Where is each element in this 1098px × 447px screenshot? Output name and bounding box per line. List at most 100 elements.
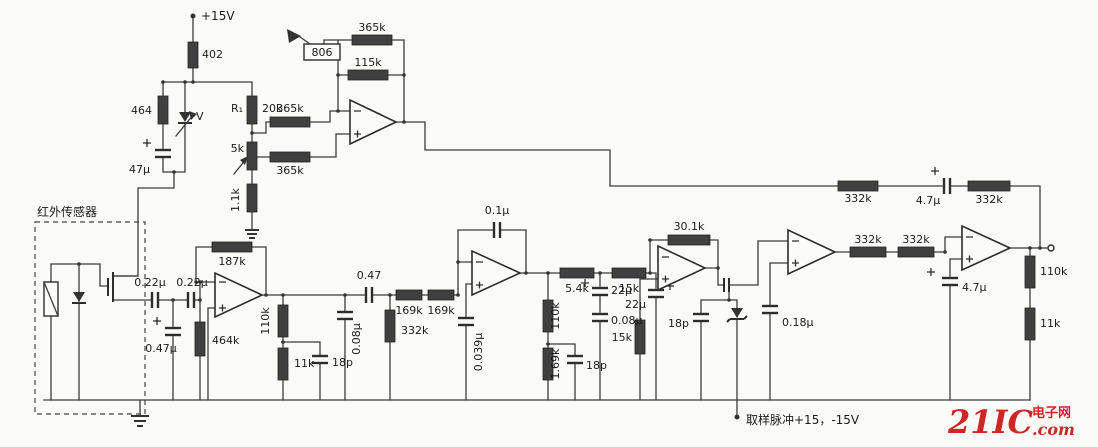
resistor-365k-a bbox=[269, 116, 311, 128]
label-r15k-a: 15k bbox=[619, 282, 640, 295]
capacitor-018u bbox=[762, 304, 778, 315]
opamp-input-marks bbox=[219, 110, 973, 312]
label-sensor-title: 红外传感器 bbox=[37, 204, 97, 219]
resistor-11k-b bbox=[1024, 307, 1036, 341]
label-r110k-a: 110k bbox=[259, 307, 272, 335]
label-c47u-top: 4.7μ bbox=[916, 194, 941, 207]
resistor-15k-b bbox=[634, 319, 646, 355]
sampling-pulse-terminal bbox=[734, 414, 740, 420]
zener-diode-v bbox=[175, 111, 197, 137]
label-r20k: 20k bbox=[262, 102, 283, 115]
opamp-2 bbox=[214, 271, 264, 319]
resistor-110k-c bbox=[1024, 255, 1036, 289]
label-r187k: 187k bbox=[218, 255, 246, 268]
label-c022u-a: 0.22μ bbox=[134, 276, 166, 289]
label-vcc: +15V bbox=[201, 9, 235, 23]
sensor-element bbox=[43, 281, 59, 317]
resistor-365k-fb bbox=[351, 34, 393, 46]
resistor-332k-a bbox=[384, 309, 396, 343]
capacitor-18p-c bbox=[693, 312, 709, 323]
capacitor-047 bbox=[364, 287, 374, 303]
capacitor-47u-right bbox=[942, 276, 958, 287]
label-r464k: 464k bbox=[212, 334, 240, 347]
resistor-11k-a bbox=[277, 347, 289, 381]
wires bbox=[43, 17, 1049, 417]
supply-terminal bbox=[190, 13, 196, 19]
label-r110k-b: 110k bbox=[549, 302, 562, 330]
junction-dots bbox=[77, 73, 1042, 346]
label-r365k-fb: 365k bbox=[358, 21, 386, 34]
capacitor-18p-a bbox=[312, 354, 328, 365]
capacitor-18p-b bbox=[567, 354, 583, 365]
resistor-5k-pot bbox=[246, 141, 258, 171]
label-r301k: 30.1k bbox=[674, 220, 705, 233]
label-r1: R₁ bbox=[231, 102, 243, 115]
opamps bbox=[214, 98, 1012, 319]
opamp-4 bbox=[657, 244, 707, 292]
label-zener-v: V bbox=[196, 110, 204, 123]
pot-5k-wiper bbox=[233, 156, 248, 175]
capacitor-0039u bbox=[458, 316, 474, 327]
resistor-169k-b bbox=[427, 289, 455, 301]
capacitor-47u bbox=[155, 148, 171, 159]
label-sampling-pulse: 取样脉冲+15，-15V bbox=[746, 412, 860, 427]
label-c18p-a: 18p bbox=[332, 356, 353, 369]
resistor-169k-a bbox=[395, 289, 423, 301]
label-r402: 402 bbox=[202, 48, 223, 61]
label-c008u-b: 0.08μ bbox=[611, 314, 643, 327]
capacitor-22u-a bbox=[592, 286, 608, 297]
resistors bbox=[157, 34, 1036, 381]
label-r332k-a: 332k bbox=[401, 324, 429, 337]
label-r332k-d: 332k bbox=[854, 233, 882, 246]
watermark: 21IC 电子网 .com bbox=[947, 403, 1075, 441]
label-r5k4: 5.4k bbox=[565, 282, 589, 295]
label-r11k-b: 11k bbox=[1040, 317, 1061, 330]
label-c47u-right: 4.7μ bbox=[962, 281, 987, 294]
label-c22u-a: 22μ bbox=[611, 284, 632, 297]
ground-symbol-main bbox=[131, 415, 149, 427]
label-r365k-b: 365k bbox=[276, 164, 304, 177]
resistor-365k-b bbox=[269, 151, 311, 163]
sampling-diode bbox=[726, 308, 748, 323]
capacitor-22u-b bbox=[648, 288, 664, 299]
label-c0039u: 0.039μ bbox=[472, 333, 485, 372]
resistor-5k4 bbox=[559, 267, 595, 279]
resistor-115k bbox=[347, 69, 389, 81]
label-c18p-c: 18p bbox=[668, 317, 689, 330]
label-r464: 464 bbox=[131, 104, 152, 117]
label-r11k-a: 11k bbox=[294, 357, 315, 370]
watermark-brand: 21IC bbox=[947, 403, 1034, 441]
resistor-332k-c bbox=[967, 180, 1011, 192]
label-c047: 0.47 bbox=[357, 269, 382, 282]
capacitor-047u bbox=[165, 326, 181, 337]
opamp-5 bbox=[787, 228, 837, 276]
label-c047u: 0.47μ bbox=[145, 342, 177, 355]
label-r1k1: 1.1k bbox=[229, 187, 242, 211]
capacitor-022u-b bbox=[186, 292, 196, 308]
resistor-110k-a bbox=[277, 304, 289, 338]
label-c022u-b: 0.22μ bbox=[176, 276, 208, 289]
zener-arrow bbox=[189, 111, 197, 120]
ground-symbol-bias bbox=[245, 229, 259, 239]
label-c22u-b: 22μ bbox=[625, 298, 646, 311]
resistor-187k bbox=[211, 241, 253, 253]
resistor-30k1 bbox=[667, 234, 711, 246]
label-r115k: 115k bbox=[354, 56, 382, 69]
sensor-fet bbox=[107, 272, 114, 302]
resistor-332k-b bbox=[837, 180, 879, 192]
trimmer-806 bbox=[287, 29, 341, 61]
resistor-464k bbox=[194, 321, 206, 357]
sensor-enclosure bbox=[34, 221, 146, 415]
resistor-402 bbox=[187, 41, 199, 69]
capacitor-008u-b bbox=[592, 312, 608, 323]
label-r15k-b: 15k bbox=[612, 331, 633, 344]
capacitor-008u-a bbox=[337, 310, 353, 321]
opamp-6 bbox=[961, 224, 1012, 272]
label-c47u: 47μ bbox=[129, 163, 150, 176]
opamp-1 bbox=[349, 98, 398, 146]
label-r332k-b: 332k bbox=[844, 192, 872, 205]
label-c008u-a: 0.08μ bbox=[350, 323, 363, 355]
capacitor-022u-a bbox=[150, 292, 160, 308]
box-806 bbox=[303, 43, 341, 61]
